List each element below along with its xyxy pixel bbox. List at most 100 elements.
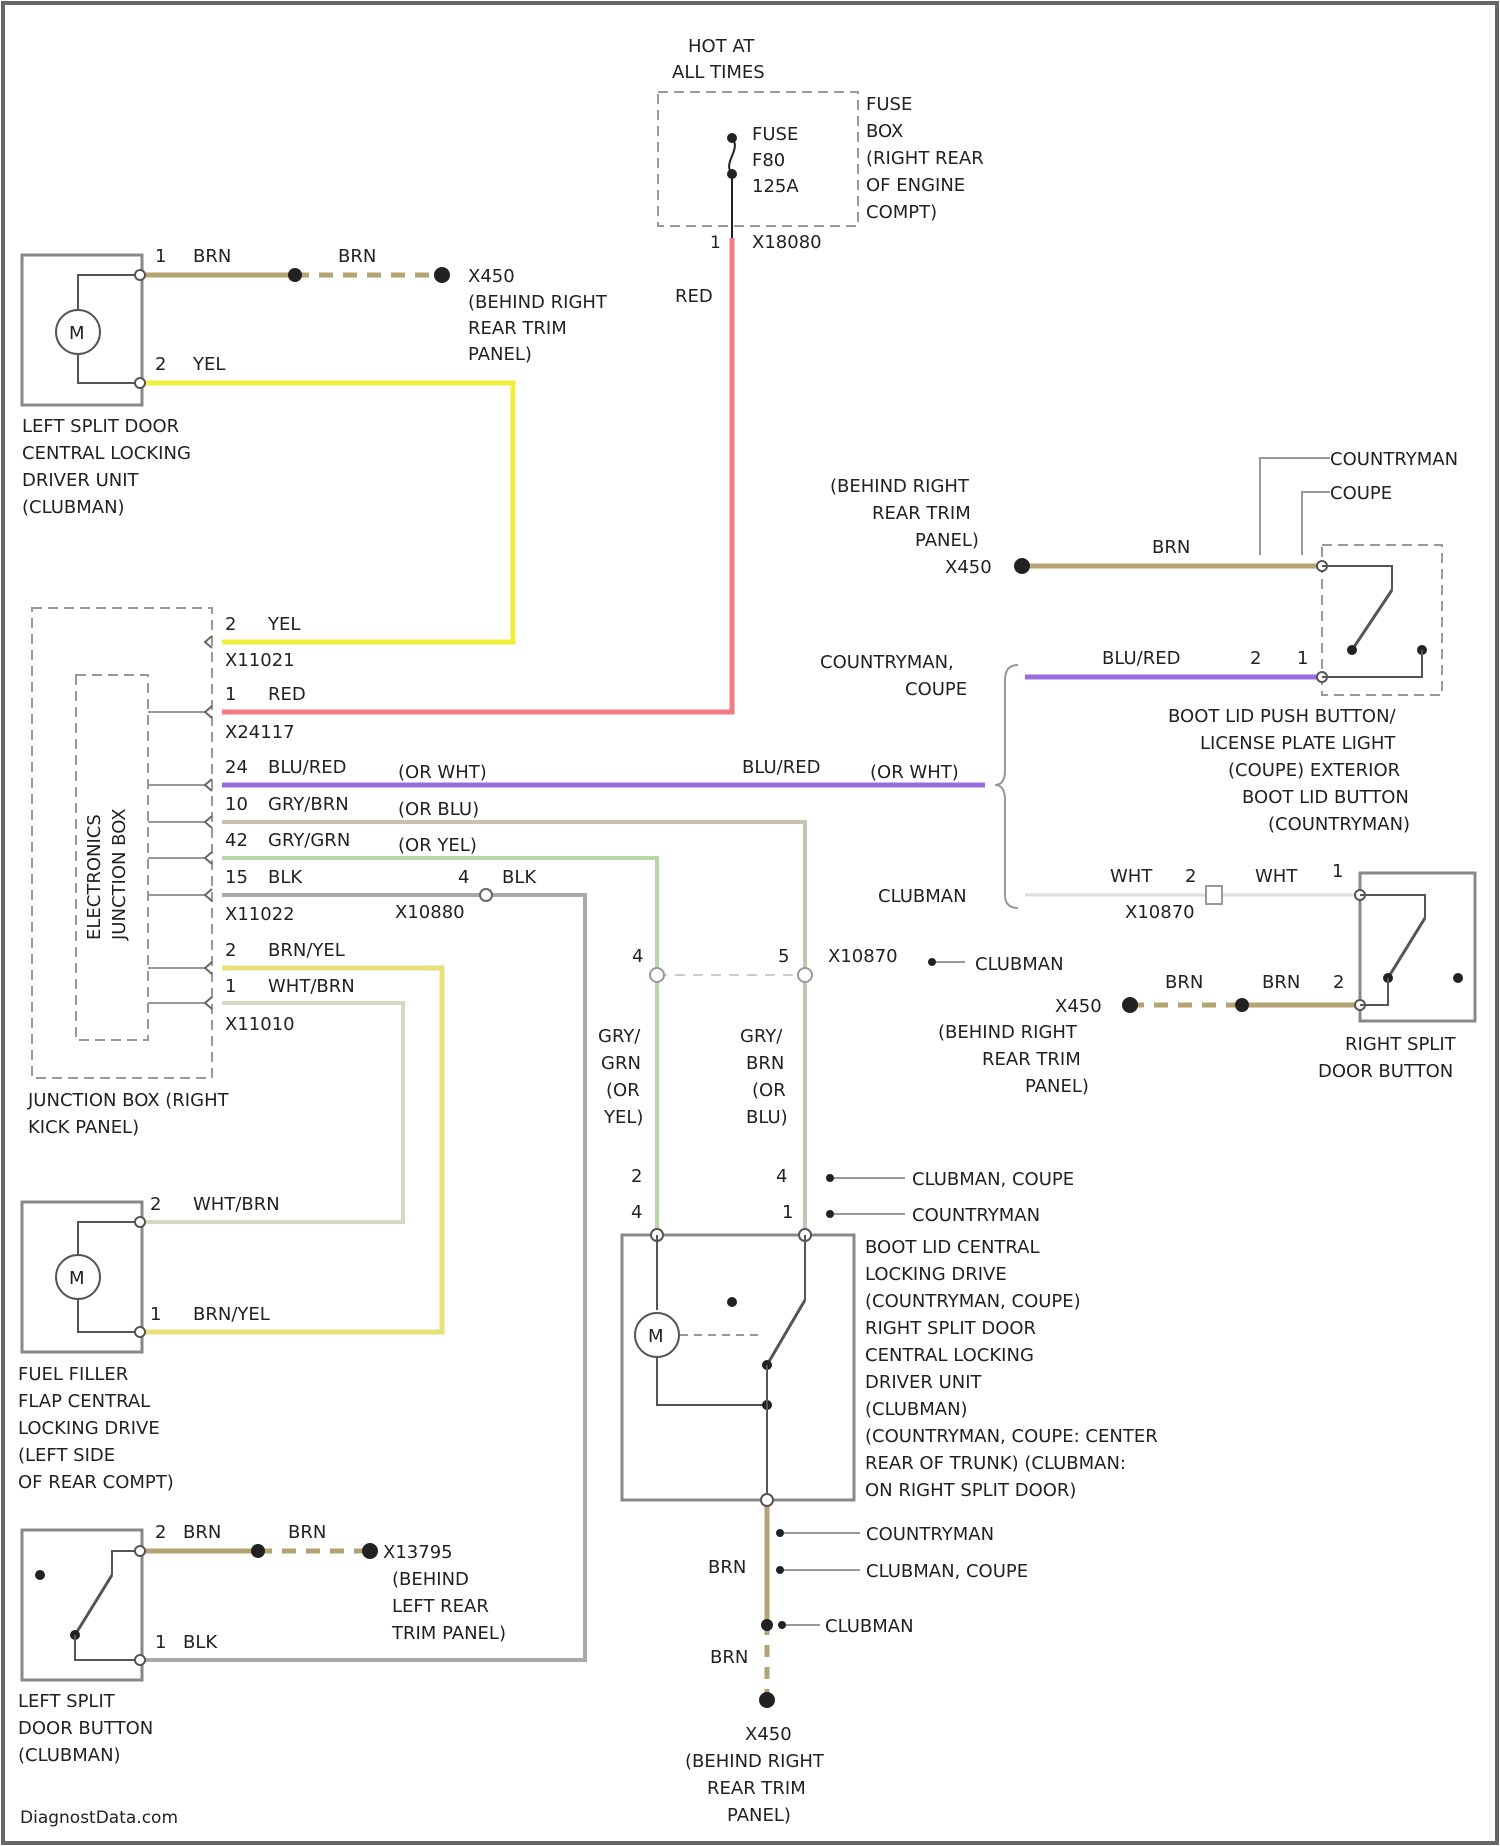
bd-clubman-coupe: CLUBMAN, COUPE [866,1561,1028,1582]
mc-conn: X10870 [828,946,898,967]
rs-wht-b: WHT [1255,866,1298,887]
bb-switch-lead-top [1322,566,1392,590]
ff-label-1: FUEL FILLER [18,1364,128,1385]
rs-pin2: 2 [1333,972,1344,993]
jb-blk-conn: X11022 [225,904,295,925]
splice-dot [761,1619,773,1631]
stub-arrow [826,1210,834,1218]
jb-whtbrn-col: WHT/BRN [268,976,355,997]
mc-pin5: 5 [778,946,789,967]
variant-brace [995,665,1018,908]
switch-contact [35,1570,45,1580]
mc-lw-3: (OR [606,1080,640,1101]
bd-brn1: BRN [708,1557,746,1578]
fuel-flap-drive: M 2 WHT/BRN 1 BRN/YEL FUEL FILLER FLAP C… [18,1194,280,1493]
switch-contact [1453,973,1463,983]
jb-whtbrn-num: 1 [225,976,236,997]
bd-label-6: DRIVER UNIT [865,1372,983,1393]
pin-dot [135,378,145,388]
bd-clubman: CLUBMAN [825,1616,914,1637]
ld-ground-1: X450 [468,266,515,287]
bb-countryman: COUNTRYMAN [1330,449,1458,470]
lb-pin2: 2 [155,1522,166,1543]
bd-label-10: ON RIGHT SPLIT DOOR) [865,1480,1076,1501]
lb-switch-bot [75,1635,140,1660]
stub-arrow [928,958,936,966]
inline-connector [1206,886,1222,904]
rs-behind-1: (BEHIND RIGHT [938,1022,1078,1043]
bb-orwht-right: (OR WHT) [870,762,959,783]
mc-countryman: COUNTRYMAN [912,1205,1040,1226]
mc-lw-4: YEL) [603,1107,643,1128]
lb-ground-1: X13795 [383,1542,453,1563]
mc-rw-4: BLU) [746,1107,788,1128]
switch-contact [1347,645,1357,655]
splice-dot [288,268,302,282]
bd-label-7: (CLUBMAN) [865,1399,968,1420]
pin-dot [761,1494,773,1506]
switch-icon [1388,918,1425,978]
switch-icon [75,1575,112,1635]
fuse-id: F80 [752,150,785,171]
bd-brn2: BRN [710,1647,748,1668]
rs-num1: 1 [1332,861,1343,882]
lb-label-2: DOOR BUTTON [18,1718,153,1739]
pin-dot [135,1327,145,1337]
fusebox-l2: BOX [866,121,903,142]
bd-label-8: (COUNTRYMAN, COUPE: CENTER [865,1426,1158,1447]
ground-dot [1122,997,1138,1013]
bd-motor: M [648,1326,664,1347]
bd-label-1: BOOT LID CENTRAL [865,1237,1040,1258]
lb-pin1-col: BLK [183,1632,218,1653]
lb-label-1: LEFT SPLIT [18,1691,116,1712]
jb-blured-alt: (OR WHT) [398,762,487,783]
bd-label-9: REAR OF TRUNK) (CLUBMAN: [865,1453,1126,1474]
wire-yel [145,383,513,642]
rs-conn: X10870 [1125,902,1195,923]
fusebox-l3: (RIGHT REAR [866,148,984,169]
jb-grygrn-col: GRY/GRN [268,830,350,851]
bb-label-5: (COUNTRYMAN) [1268,814,1410,835]
left-driver-motor: M [69,323,85,344]
bd-motor-return [657,1357,767,1405]
left-split-button: 2 BRN BRN X13795 (BEHIND LEFT REAR TRIM … [18,1522,506,1766]
rs-clubman: CLUBMAN [878,886,967,907]
ground-dot [362,1543,378,1559]
ff-label-2: FLAP CENTRAL [18,1391,150,1412]
wire-whtbrn [145,1003,403,1222]
ld-pin2-color: YEL [192,354,225,375]
mc-lw-1: GRY/ [598,1026,641,1047]
jb-grygrn-alt: (OR YEL) [398,835,477,856]
boot-lid-button: (BEHIND RIGHT REAR TRIM PANEL) X450 BRN … [742,449,1458,835]
stub-countryman [1260,458,1330,555]
lb-pin2-col-b: BRN [288,1522,326,1543]
hot-line1: HOT AT [688,36,755,57]
junction-inner-1: ELECTRONICS [84,814,105,940]
bb-label-1: BOOT LID PUSH BUTTON/ [1168,706,1397,727]
ff-motor: M [69,1268,85,1289]
pin-dot [135,270,145,280]
fuse-rating: 125A [752,176,799,197]
jb-blured-num: 24 [225,757,248,778]
fuse-name: FUSE [752,124,798,145]
jb-blured-col: BLU/RED [268,757,346,778]
rs-ground: X450 [1055,996,1102,1017]
footer-watermark: DiagnostData.com [20,1808,178,1828]
mc-pin4b: 4 [631,1202,642,1223]
jb-red-col: RED [268,684,306,705]
ff-pin2: 2 [150,1194,161,1215]
mc-lw-2: GRN [601,1053,641,1074]
bb-variant-2: COUPE [905,679,967,700]
ff-label-3: LOCKING DRIVE [18,1418,160,1439]
jb-red-conn: X24117 [225,722,295,743]
lb-box [22,1530,142,1680]
mc-clubman-coupe: CLUBMAN, COUPE [912,1169,1074,1190]
junction-box: ELECTRONICS JUNCTION BOX 2 YEL X11021 1 … [27,608,537,1138]
inline-connector [480,889,492,901]
mc-pin1: 1 [782,1202,793,1223]
jb-label-1: JUNCTION BOX (RIGHT [27,1090,230,1111]
switch-contact [727,1297,737,1307]
ld-pin1: 1 [155,246,166,267]
switch-icon [1352,590,1392,650]
